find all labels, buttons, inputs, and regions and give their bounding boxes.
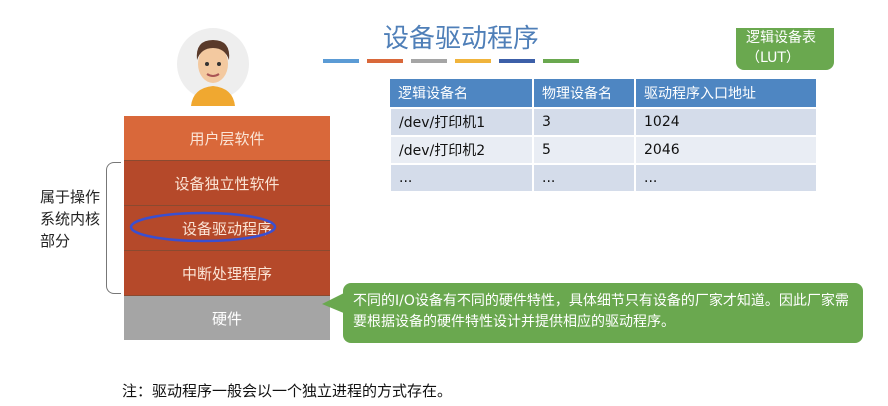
layer-device-independent: 设备独立性软件 [124, 161, 330, 206]
cell: 3 [532, 107, 636, 137]
cell: ... [532, 163, 636, 193]
cell: 1024 [634, 107, 818, 137]
cell: ... [389, 163, 534, 193]
decor-bar [323, 59, 359, 63]
layer-hardware: 硬件 [124, 296, 330, 340]
table-row: ......... [389, 163, 818, 193]
cell: 2046 [634, 135, 818, 165]
slide-title: 设备驱动程序 [383, 24, 540, 54]
brace [106, 162, 121, 294]
cell: ... [634, 163, 818, 193]
decor-bar [367, 59, 403, 63]
header-cell: 驱动程序入口地址 [635, 79, 818, 108]
decor-bar [455, 59, 491, 63]
annotation-circle [129, 211, 277, 243]
header-cell: 逻辑设备名 [390, 79, 534, 108]
cell: /dev/打印机1 [389, 107, 534, 137]
avatar-icon [177, 28, 249, 106]
decor-bar [499, 59, 535, 63]
footnote: 注：驱动程序一般会以一个独立进程的方式存在。 [122, 382, 453, 400]
lut-callout: 逻辑设备表（LUT） [736, 28, 834, 70]
cell: /dev/打印机2 [389, 135, 534, 165]
callout-pointer [322, 292, 346, 314]
brace-label: 属于操作系统内核部分 [40, 188, 101, 250]
decor-bar [543, 59, 579, 63]
header-cell: 物理设备名 [533, 79, 636, 108]
cell: 5 [532, 135, 636, 165]
layer-user-software: 用户层软件 [124, 116, 330, 161]
layer-interrupt-handler: 中断处理程序 [124, 251, 330, 296]
decor-bar [411, 59, 447, 63]
driver-callout: 不同的I/O设备有不同的硬件特性，具体细节只有设备的厂家才知道。因此厂家需要根据… [343, 283, 863, 343]
